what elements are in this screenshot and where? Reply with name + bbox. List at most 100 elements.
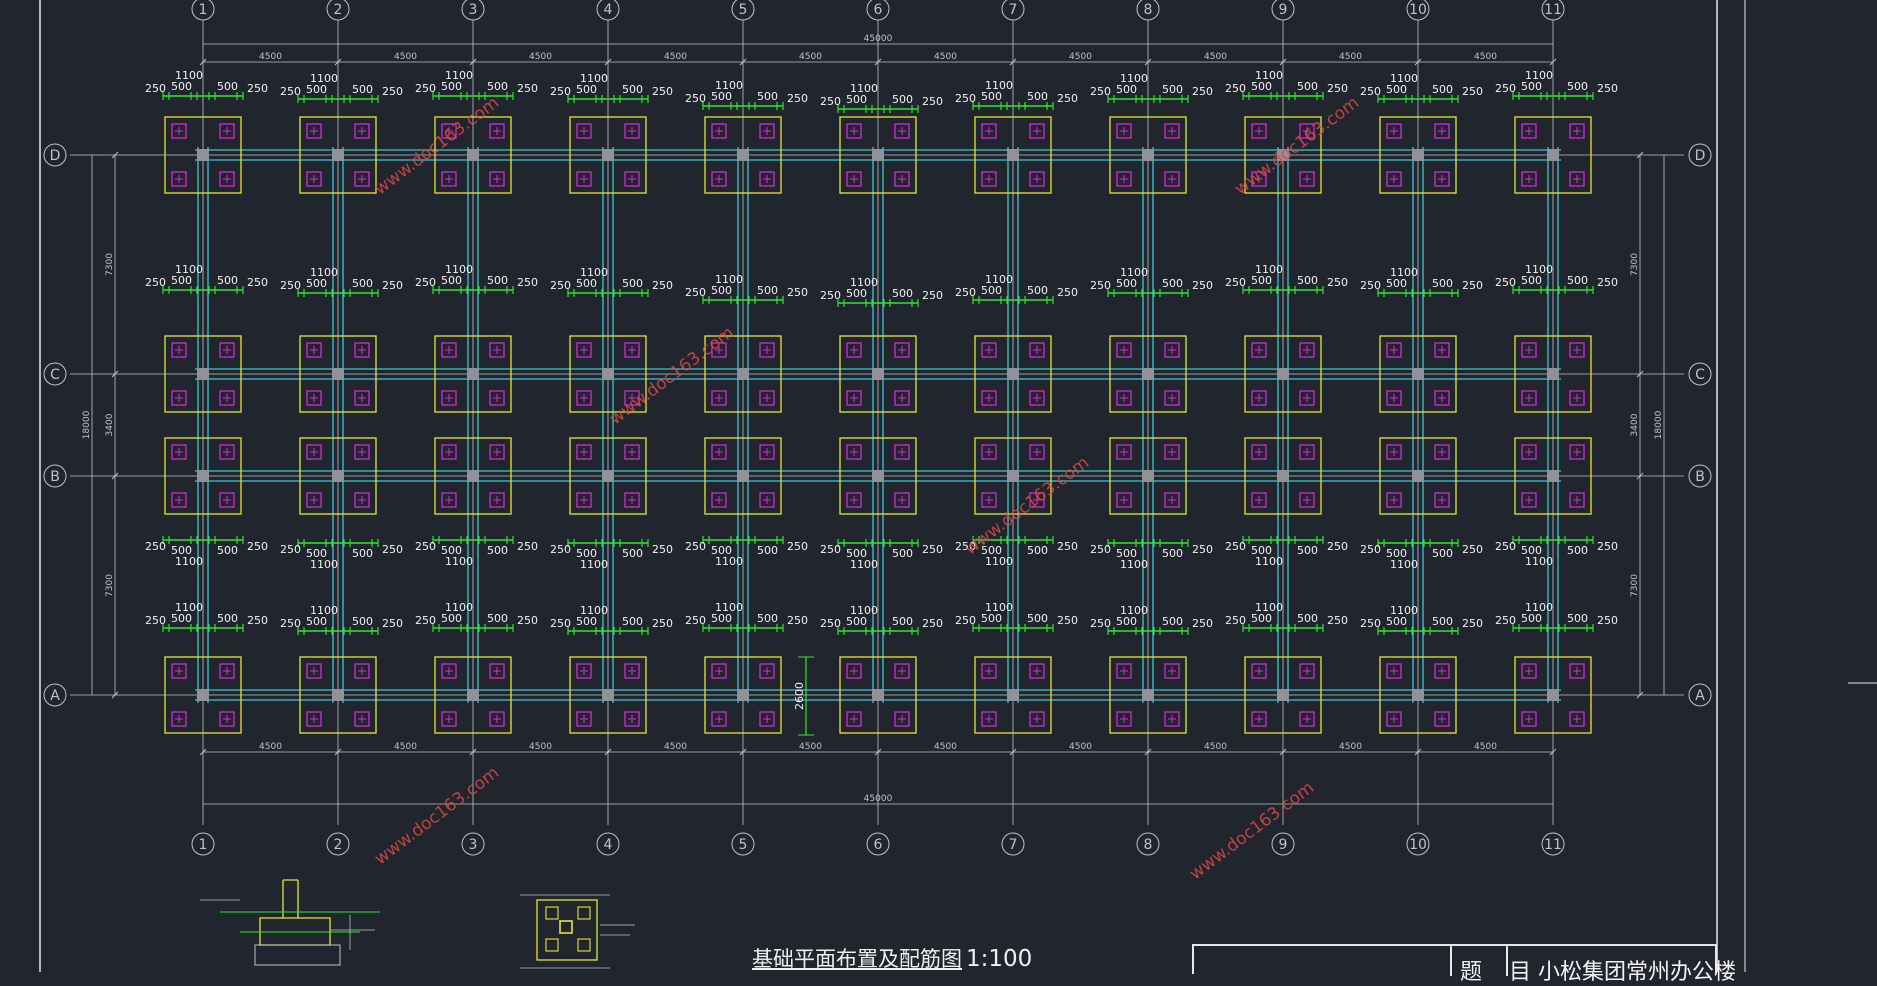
rebar-dim-left-edge: 250	[1225, 614, 1246, 627]
pile-cross	[1168, 127, 1176, 135]
pile	[1029, 711, 1045, 727]
rebar-dim-right: 500	[892, 287, 913, 300]
grid-bubble-label: C	[1695, 367, 1705, 383]
pile-cross	[1303, 496, 1311, 504]
rebar-dim-right-edge: 250	[517, 82, 538, 95]
pile	[894, 444, 910, 460]
grid-bubble-col-3	[461, 0, 485, 21]
pile	[171, 171, 187, 187]
pile-cross	[1438, 394, 1446, 402]
rebar-dim-center: 1100	[1390, 558, 1418, 571]
pile-cross	[358, 667, 366, 675]
pile-cross	[1525, 346, 1533, 354]
grid-bubble-label: 9	[1279, 2, 1288, 18]
pile	[219, 444, 235, 460]
pile-cross	[1438, 667, 1446, 675]
pile-cross	[763, 346, 771, 354]
rebar-dim-right-edge: 250	[787, 92, 808, 105]
top-bay-dim-tick	[1414, 58, 1422, 66]
rebar-dim-left: 500	[171, 544, 192, 557]
pile	[1299, 123, 1315, 139]
pile	[354, 390, 370, 406]
rebar-dim-center: 1100	[445, 555, 473, 568]
footing-8C	[1109, 335, 1187, 413]
pile-cross	[1390, 448, 1398, 456]
pile	[1299, 492, 1315, 508]
pile	[1434, 123, 1450, 139]
footing-1A	[164, 656, 242, 734]
pile	[306, 444, 322, 460]
rebar-dim-right: 500	[757, 612, 778, 625]
pile	[354, 663, 370, 679]
rebar-dim-center: 1100	[445, 263, 473, 276]
grid-bubble-col-7	[1001, 832, 1025, 856]
column	[1142, 149, 1154, 161]
pile	[354, 342, 370, 358]
pile-cross	[358, 346, 366, 354]
rebar-dim-right-edge: 250	[382, 279, 403, 292]
pile-cross	[715, 496, 723, 504]
pile	[624, 342, 640, 358]
rebar-dim-left: 500	[1251, 544, 1272, 557]
rebar-dim-left-edge: 250	[550, 617, 571, 630]
footing-7B	[974, 437, 1052, 515]
rebar-dim-left-edge: 250	[820, 543, 841, 556]
pile-cross	[985, 175, 993, 183]
column	[1142, 368, 1154, 380]
rebar-dim-right: 500	[757, 284, 778, 297]
pile-cross	[1525, 127, 1533, 135]
pile-cross	[580, 715, 588, 723]
right-row-dim-tick	[1636, 370, 1644, 378]
pile-cross	[175, 346, 183, 354]
rebar-dim-right: 500	[217, 612, 238, 625]
rebar-dim-left: 500	[441, 80, 462, 93]
rebar-dim-left-edge: 250	[1360, 279, 1381, 292]
pile-cross	[898, 127, 906, 135]
pile-cross	[1390, 496, 1398, 504]
pile	[1116, 171, 1132, 187]
pile-cross	[580, 127, 588, 135]
pile-cross	[1438, 448, 1446, 456]
grid-bubble-label: 8	[1144, 2, 1153, 18]
pile	[1386, 444, 1402, 460]
column	[872, 689, 884, 701]
column	[872, 470, 884, 482]
rebar-dim-left: 500	[576, 83, 597, 96]
bottom-bay-dim-label: 4500	[934, 742, 957, 752]
column	[1007, 368, 1019, 380]
pile	[711, 342, 727, 358]
rebar-dim-left: 500	[1251, 274, 1272, 287]
rebar-dim-left: 500	[441, 544, 462, 557]
rebar-dim-right: 500	[892, 93, 913, 106]
rebar-dim-right: 500	[217, 274, 238, 287]
rebar-dim-right: 500	[487, 80, 508, 93]
pile	[1164, 663, 1180, 679]
pile-cross	[628, 448, 636, 456]
pile	[846, 663, 862, 679]
rebar-dim-center: 1100	[445, 69, 473, 82]
column	[332, 149, 344, 161]
rebar-dim-right-edge: 250	[1462, 85, 1483, 98]
rebar-dim-right-edge: 250	[1192, 543, 1213, 556]
bottom-bay-dim-tick	[874, 748, 882, 756]
pile	[1569, 711, 1585, 727]
rebar-dim-left-edge: 250	[820, 617, 841, 630]
left-row-dim-label: 3400	[105, 413, 115, 436]
pile-cross	[1390, 715, 1398, 723]
rebar-dim-left-edge: 250	[415, 276, 436, 289]
right-row-dim-tick	[1636, 691, 1644, 699]
left-overall-dim-label: 18000	[82, 410, 92, 439]
pile-cross	[628, 175, 636, 183]
watermark-text: www.doc163.com	[1186, 778, 1318, 884]
pile	[981, 663, 997, 679]
pile	[306, 711, 322, 727]
pile	[306, 171, 322, 187]
pile-cross	[628, 127, 636, 135]
rebar-dim-right-edge: 250	[1057, 540, 1078, 553]
top-bay-dim-label: 4500	[799, 52, 822, 62]
right-overall-dim-label: 18000	[1654, 410, 1664, 439]
pile-cross	[310, 448, 318, 456]
rebar-dim-right: 500	[1432, 547, 1453, 560]
pile	[1434, 171, 1450, 187]
pile	[219, 663, 235, 679]
